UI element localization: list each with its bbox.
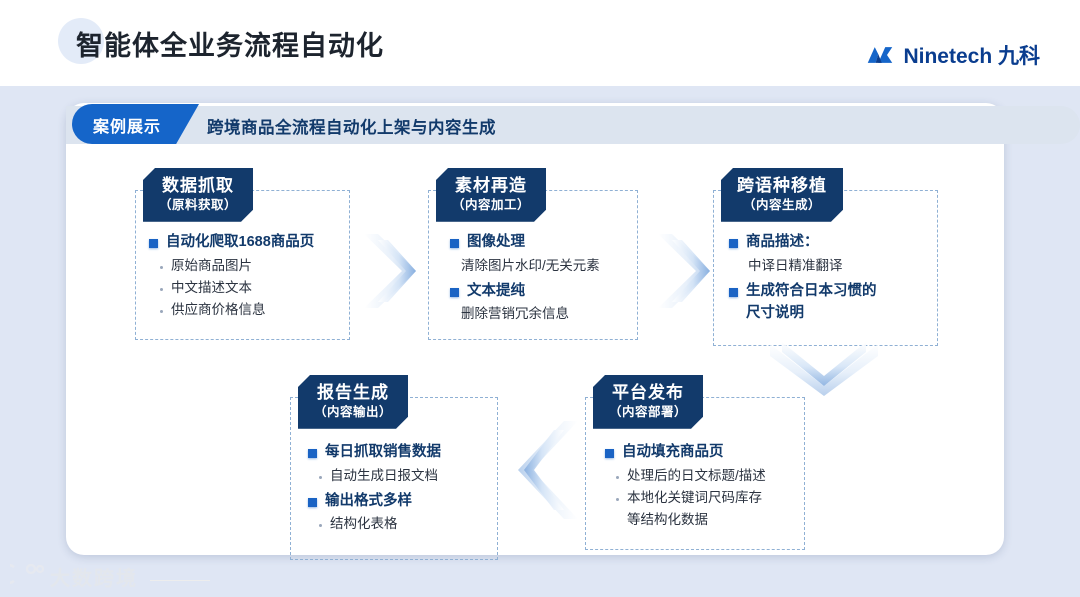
watermark-text: 大数跨境 xyxy=(50,568,138,590)
list-item-label: 商品描述： xyxy=(746,234,819,250)
list-item-sub-cont: 等结构化数据 xyxy=(627,510,805,530)
list-item-sub: 删除营销冗余信息 xyxy=(461,304,640,324)
list-item-label: 文本提纯 xyxy=(467,282,525,299)
case-banner-title: 跨境商品全流程自动化上架与内容生成 xyxy=(207,119,496,137)
list-item-sub: 中译日精准翻译 xyxy=(748,256,934,276)
list-item-label: 自动生成日报文档 xyxy=(330,467,438,483)
flow-card-header: 素材再造 （内容加工） xyxy=(436,168,546,222)
list-item-label: 每日抓取销售数据 xyxy=(325,444,441,460)
list-item-label: 本地化关键词尺码库存 xyxy=(627,489,762,505)
page-background-upper xyxy=(0,0,1080,86)
square-bullet-icon xyxy=(729,287,738,297)
dot-bullet-icon xyxy=(160,287,163,291)
flow-card-header-title: 素材再造 xyxy=(455,176,527,195)
square-bullet-icon xyxy=(149,239,158,248)
list-item-label: 删除营销冗余信息 xyxy=(461,306,569,322)
flow-card-items: 图像处理 清除图片水印/无关元素 文本提纯 删除营销冗余信息 xyxy=(450,233,640,327)
flow-card-header-subtitle: （内容加工） xyxy=(452,197,531,212)
list-item-label: 中译日精准翻译 xyxy=(748,257,843,273)
flow-card-items: 自动填充商品页 处理后的日文标题/描述 本地化关键词尺码库存 等结构化数据 xyxy=(605,443,805,532)
watermark-line xyxy=(150,580,210,581)
list-item-main: 自动化爬取1688商品页 xyxy=(149,233,349,253)
ninetech-mark-icon xyxy=(866,44,894,66)
square-bullet-icon xyxy=(450,239,459,248)
square-bullet-icon xyxy=(729,239,738,248)
list-item-main: 生成符合日本习惯的 xyxy=(729,282,934,302)
square-bullet-icon xyxy=(308,449,317,458)
list-item-label: 等结构化数据 xyxy=(627,512,708,528)
flow-card-header: 平台发布 （内容部署） xyxy=(593,375,703,429)
flow-card-header-title: 报告生成 xyxy=(317,383,389,402)
flow-card-material-rebuild[interactable]: 素材再造 （内容加工） 图像处理 清除图片水印/无关元素 文本提纯 删除营销冗余… xyxy=(428,168,638,340)
list-item-label: 清除图片水印/无关元素 xyxy=(461,257,600,273)
flow-card-header-title: 跨语种移植 xyxy=(737,176,827,195)
flow-card-header-subtitle: （内容输出） xyxy=(314,404,393,419)
list-item-main: 图像处理 xyxy=(450,233,640,253)
list-item-label: 结构化表格 xyxy=(330,516,398,532)
page-title: 智能体全业务流程自动化 xyxy=(76,31,384,61)
square-bullet-icon xyxy=(450,287,459,297)
dot-bullet-icon xyxy=(160,310,163,314)
flow-card-platform-publish[interactable]: 平台发布 （内容部署） 自动填充商品页 处理后的日文标题/描述 本地化关键词尺码… xyxy=(585,375,805,550)
list-item-label: 尺寸说明 xyxy=(746,305,804,322)
list-item-main: 自动填充商品页 xyxy=(605,443,805,463)
list-item-label: 输出格式多样 xyxy=(325,492,412,509)
flow-card-data-capture[interactable]: 数据抓取 （原料获取） 自动化爬取1688商品页 原始商品图片 中文描述文本 供… xyxy=(135,168,350,340)
arrow-right-2 xyxy=(656,232,720,310)
watermark: 大数跨境 xyxy=(0,562,138,591)
arrow-down-1 xyxy=(768,338,880,398)
square-bullet-icon xyxy=(308,497,317,507)
list-item-main: 文本提纯 xyxy=(450,282,640,302)
list-item-label: 图像处理 xyxy=(467,234,525,250)
title-decor-circle xyxy=(58,18,104,64)
dot-bullet-icon xyxy=(319,475,322,479)
flow-card-report-generate[interactable]: 报告生成 （内容输出） 每日抓取销售数据 自动生成日报文档 输出格式多样 结构化… xyxy=(290,375,498,560)
list-item-main-cont: 尺寸说明 xyxy=(746,304,934,324)
brand-name: Ninetech 九科 xyxy=(903,45,1040,68)
flow-card-header-subtitle: （原料获取） xyxy=(159,197,238,212)
list-item-sub: 原始商品图片 xyxy=(160,256,349,276)
flow-card-header: 数据抓取 （原料获取） xyxy=(143,168,253,222)
case-tag-label: 案例展示 xyxy=(93,119,162,136)
case-tag xyxy=(72,104,199,144)
list-item-main: 商品描述： xyxy=(729,233,934,253)
list-item-label: 处理后的日文标题/描述 xyxy=(627,467,766,483)
list-item-sub: 结构化表格 xyxy=(319,514,498,534)
list-item-label: 原始商品图片 xyxy=(171,257,252,273)
flow-card-items: 每日抓取销售数据 自动生成日报文档 输出格式多样 结构化表格 xyxy=(308,443,498,537)
flow-card-items: 自动化爬取1688商品页 原始商品图片 中文描述文本 供应商价格信息 xyxy=(149,233,349,322)
flow-card-header: 跨语种移植 （内容生成） xyxy=(721,168,843,222)
list-item-main: 输出格式多样 xyxy=(308,492,498,512)
flow-card-items: 商品描述： 中译日精准翻译 生成符合日本习惯的 尺寸说明 xyxy=(729,233,934,327)
arrow-right-1 xyxy=(362,232,426,310)
brand-logo: Ninetech 九科 xyxy=(866,40,1040,70)
dot-bullet-icon xyxy=(319,524,322,528)
flow-card-header-title: 平台发布 xyxy=(612,383,684,402)
list-item-label: 中文描述文本 xyxy=(171,279,252,295)
flow-card-header: 报告生成 （内容输出） xyxy=(298,375,408,429)
list-item-main: 每日抓取销售数据 xyxy=(308,443,498,463)
dot-bullet-icon xyxy=(616,475,619,479)
list-item-label: 自动填充商品页 xyxy=(622,444,724,460)
square-bullet-icon xyxy=(605,449,614,458)
list-item-sub: 处理后的日文标题/描述 xyxy=(616,466,805,486)
list-item-sub: 本地化关键词尺码库存 xyxy=(616,488,805,508)
arrow-left-1 xyxy=(512,418,582,523)
list-item-sub: 自动生成日报文档 xyxy=(319,466,498,486)
list-item-label: 自动化爬取1688商品页 xyxy=(166,234,315,250)
list-item-label: 生成符合日本习惯的 xyxy=(746,282,877,299)
dashu-logo-icon xyxy=(0,562,45,591)
case-banner xyxy=(66,106,1080,144)
list-item-sub: 中文描述文本 xyxy=(160,278,349,298)
list-item-label: 供应商价格信息 xyxy=(171,302,266,318)
flow-card-header-subtitle: （内容部署） xyxy=(609,404,688,419)
dot-bullet-icon xyxy=(616,497,619,501)
list-item-sub: 清除图片水印/无关元素 xyxy=(461,256,640,276)
dot-bullet-icon xyxy=(160,265,163,269)
list-item-sub: 供应商价格信息 xyxy=(160,300,349,320)
flow-card-header-subtitle: （内容生成） xyxy=(742,197,821,212)
flow-card-cross-language[interactable]: 跨语种移植 （内容生成） 商品描述： 中译日精准翻译 生成符合日本习惯的 尺寸说… xyxy=(713,168,938,346)
flow-card-header-title: 数据抓取 xyxy=(162,176,234,195)
